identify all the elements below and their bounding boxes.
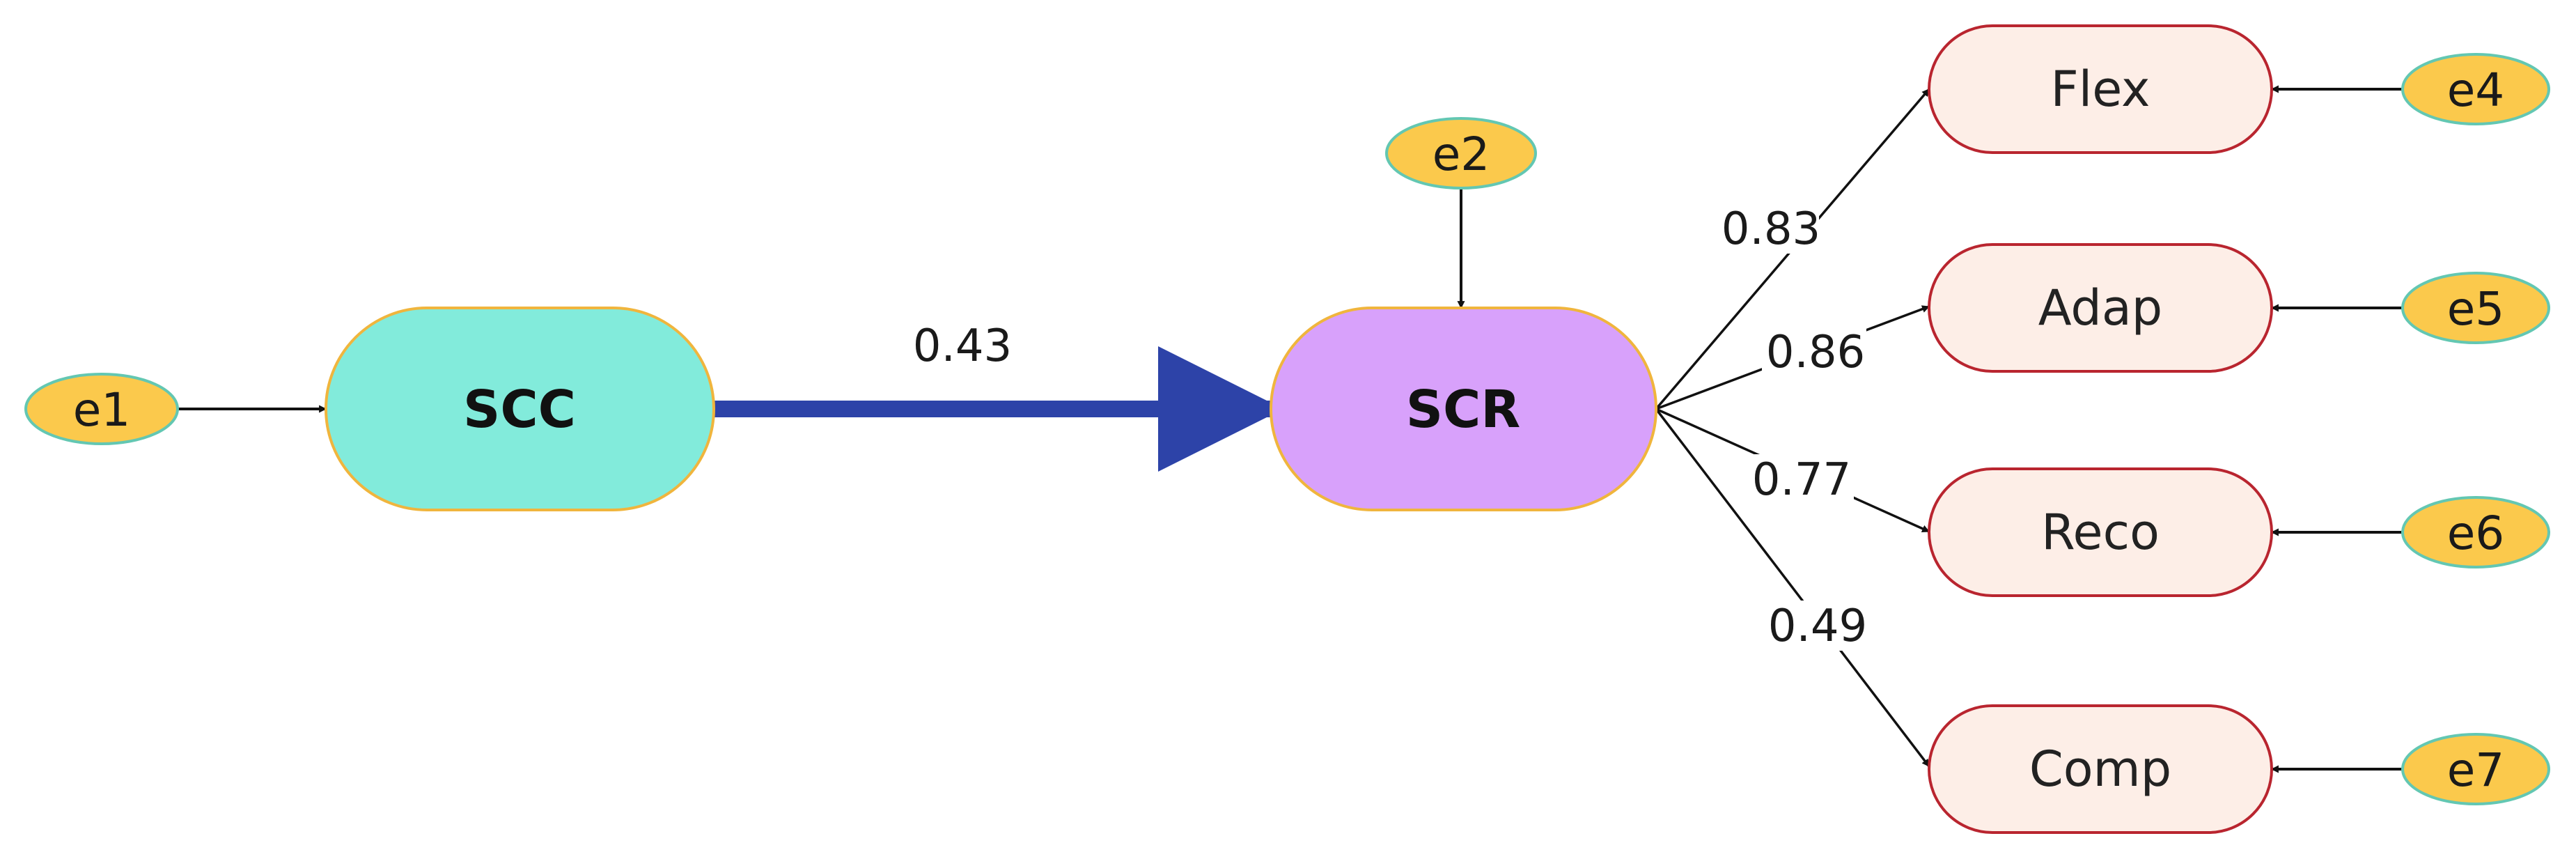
error-e5: e5 <box>2401 272 2550 344</box>
indicator-reco-label: Reco <box>2041 504 2160 561</box>
coef-scr-to-reco: 0.77 <box>1752 454 1852 506</box>
latent-scc: SCC <box>325 307 715 511</box>
coef-scc-to-scr: 0.43 <box>913 320 1013 372</box>
coef-scr-to-comp: 0.49 <box>1768 601 1868 652</box>
error-e1: e1 <box>24 373 179 445</box>
coef-bg-adap <box>1762 326 1866 376</box>
coef-scr-to-adap: 0.86 <box>1766 327 1866 378</box>
indicator-adap: Adap <box>1928 243 2273 373</box>
latent-scr: SCR <box>1270 307 1657 511</box>
indicator-flex: Flex <box>1928 24 2273 154</box>
coef-bg-flex <box>1715 203 1819 254</box>
arrow-scr-to-comp <box>1655 408 1930 768</box>
indicator-adap-label: Adap <box>2038 279 2162 336</box>
error-e1-label: e1 <box>73 383 131 437</box>
error-e4-label: e4 <box>2447 63 2505 117</box>
error-e7: e7 <box>2401 733 2550 805</box>
latent-scr-label: SCR <box>1406 380 1521 440</box>
error-e2: e2 <box>1385 117 1537 189</box>
error-e7-label: e7 <box>2447 743 2505 797</box>
indicator-reco: Reco <box>1928 467 2273 597</box>
error-e5-label: e5 <box>2447 282 2505 336</box>
indicator-flex-label: Flex <box>2051 61 2150 118</box>
indicator-comp: Comp <box>1928 704 2273 834</box>
coef-bg-reco <box>1749 454 1854 504</box>
error-e6-label: e6 <box>2447 506 2505 560</box>
error-e4: e4 <box>2401 53 2550 125</box>
indicator-comp-label: Comp <box>2029 741 2171 798</box>
error-e6: e6 <box>2401 496 2550 568</box>
latent-scc-label: SCC <box>463 380 576 440</box>
error-e2-label: e2 <box>1433 127 1490 181</box>
coef-bg-comp <box>1765 601 1869 651</box>
coef-scr-to-flex: 0.83 <box>1722 203 1821 255</box>
